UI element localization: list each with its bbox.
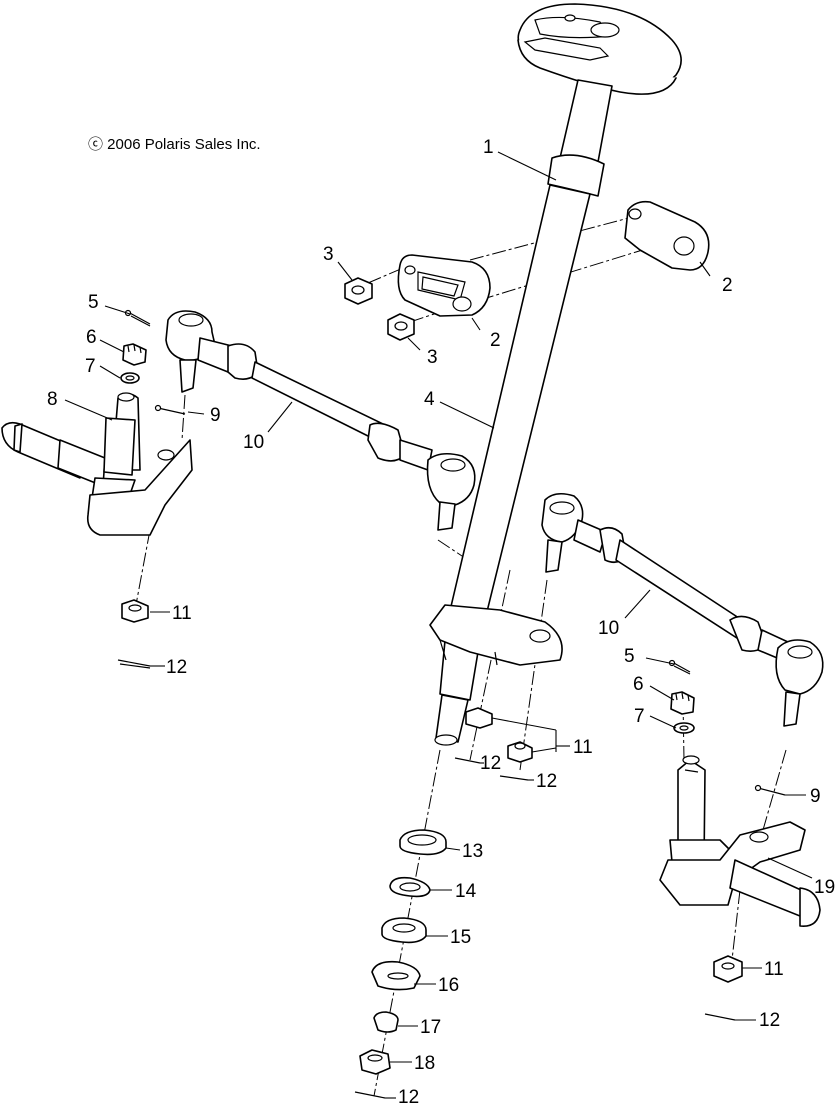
nut-18: [359, 1049, 391, 1075]
cotter-pin-12-a: [117, 659, 151, 669]
callout-4: 4: [424, 389, 435, 410]
cotter-pin-left: [124, 309, 151, 327]
callout-18: 18: [414, 1053, 435, 1074]
tie-rod-left: [165, 310, 476, 531]
spacer-17: [373, 1011, 399, 1033]
tie-rod-nut-center-a: [465, 707, 493, 729]
seal-16: [371, 960, 421, 991]
callout-3-lower: 3: [427, 347, 438, 368]
callout-12-bottom: 12: [398, 1087, 419, 1104]
callout-19: 19: [814, 877, 835, 898]
bracket-nut-lower: [387, 313, 415, 341]
callout-1: 1: [483, 137, 494, 158]
callout-12-left: 12: [166, 657, 187, 678]
flange-nut-left: [121, 599, 149, 623]
callout-11-center: 11: [573, 737, 593, 758]
callout-9-left: 9: [210, 405, 221, 426]
cotter-pin-12-e: [354, 1091, 386, 1099]
handlebar-mount-plate: [517, 3, 682, 95]
castle-nut-left: [122, 343, 147, 366]
callout-3-upper: 3: [323, 244, 334, 265]
callout-8: 8: [47, 389, 58, 410]
callout-7-right: 7: [634, 706, 645, 727]
post-bracket-front: [397, 254, 491, 317]
cotter-pin-9-left: [154, 404, 186, 415]
callout-5-left: 5: [88, 292, 99, 313]
cotter-pin-12-d: [704, 1013, 736, 1021]
callout-11-left: 11: [172, 603, 192, 624]
cotter-pin-12-b: [454, 757, 481, 764]
callout-14: 14: [455, 881, 477, 902]
callout-17: 17: [420, 1017, 441, 1038]
callout-12-center-b: 12: [536, 771, 557, 792]
callout-11-right: 11: [764, 959, 784, 980]
bracket-nut-upper: [344, 277, 373, 305]
callout-7-left: 7: [85, 356, 96, 377]
cotter-pin-9-right: [754, 784, 786, 796]
callout-9-right: 9: [810, 786, 821, 807]
callout-6-right: 6: [633, 674, 644, 695]
bearing-15: [381, 917, 427, 944]
callout-6-left: 6: [86, 327, 97, 348]
lower-steering-bracket: [429, 604, 563, 666]
spindle-right: [659, 755, 821, 927]
callout-12-right: 12: [759, 1010, 780, 1031]
steering-post: [434, 79, 613, 746]
washer-left: [120, 372, 140, 384]
washer-right: [673, 722, 695, 734]
bearing-seal-13: [399, 829, 447, 856]
cotter-pin-right: [668, 659, 691, 675]
cotter-pin-12-c: [499, 775, 529, 781]
copyright-notice: ⓒ 2006 Polaris Sales Inc.: [88, 136, 261, 153]
callout-12-center-a: 12: [480, 753, 501, 774]
callout-16: 16: [438, 975, 459, 996]
leader-lines: [64, 151, 813, 1099]
tie-rod-nut-center-b: [507, 741, 533, 763]
callout-15: 15: [450, 927, 471, 948]
callout-13: 13: [462, 841, 483, 862]
retaining-ring-14: [389, 876, 431, 898]
callout-2-front: 2: [490, 330, 501, 351]
spindle-left: [1, 392, 193, 536]
castle-nut-right: [670, 691, 695, 715]
flange-nut-right: [713, 955, 743, 983]
callout-10-left: 10: [243, 432, 264, 453]
callout-labels: 1 2 2 3 3 4 5 5 6 6 7 7 8 9 9 10 10 11 1…: [47, 137, 835, 1104]
tie-rod-right: [541, 492, 824, 727]
callout-10-right: 10: [598, 618, 619, 639]
callout-5-right: 5: [624, 646, 635, 667]
post-bracket-rear: [624, 200, 710, 271]
callout-2-rear: 2: [722, 275, 733, 296]
